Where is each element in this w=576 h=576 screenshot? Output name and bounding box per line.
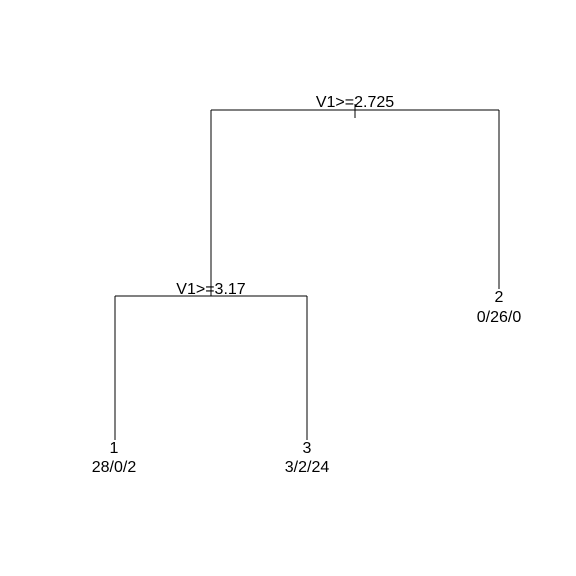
leaf-node-2: 2 0/26/0 xyxy=(477,289,522,326)
left-split-connector xyxy=(114,295,308,440)
left-split-label: V1>=3.17 xyxy=(176,281,246,298)
leaf-node-1: 1 28/0/2 xyxy=(92,440,137,476)
root-split-connector xyxy=(210,104,500,296)
leaf-class-label: 1 xyxy=(110,440,119,457)
root-split-label: V1>=2.725 xyxy=(316,94,394,111)
leaf-class-label: 3 xyxy=(303,440,312,457)
leaf-counts: 0/26/0 xyxy=(477,309,522,326)
leaf-node-3: 3 3/2/24 xyxy=(285,440,330,476)
leaf-counts: 28/0/2 xyxy=(92,459,137,476)
leaf-counts: 3/2/24 xyxy=(285,459,330,476)
leaf-class-label: 2 xyxy=(495,289,504,306)
